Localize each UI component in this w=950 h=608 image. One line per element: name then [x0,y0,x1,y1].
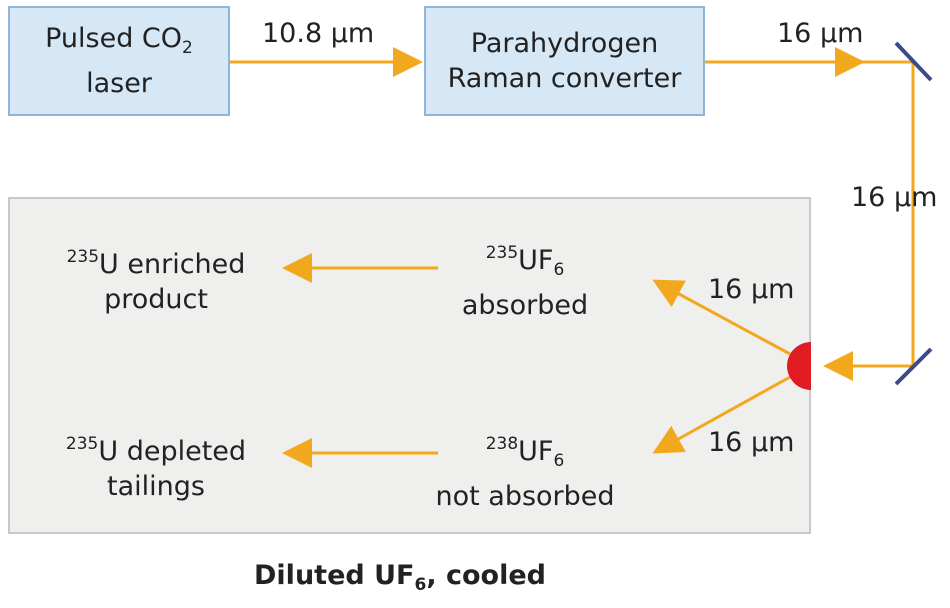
chamber-caption: Diluted UF6, cooled [254,560,546,595]
beam-label-upper: 16 μm [708,274,795,305]
depleted-tailings-label: 235U depleted tailings [65,434,247,502]
mirror-lower [894,347,933,386]
upper-species-label: 235UF6 absorbed [461,243,589,321]
arrow-to-upper-species [652,279,791,356]
enriched-product-label: 235U enriched product [66,247,246,315]
lower-species-label: 238UF6 not absorbed [435,434,615,512]
arrow-to-lower-species [652,375,791,454]
beam-label-lower: 16 μm [708,427,795,458]
mirror-upper [894,41,933,82]
converter-box: Parahydrogen Raman converter [424,6,705,116]
laser-box: Pulsed CO2 laser [8,6,230,116]
cooled-chamber [8,197,811,534]
target-marker [787,342,811,390]
beam-label-converter: 16 μm [777,18,864,49]
beam-label-laser: 10.8 μm [262,18,375,49]
beam-label-vertical: 16 μm [851,182,938,213]
